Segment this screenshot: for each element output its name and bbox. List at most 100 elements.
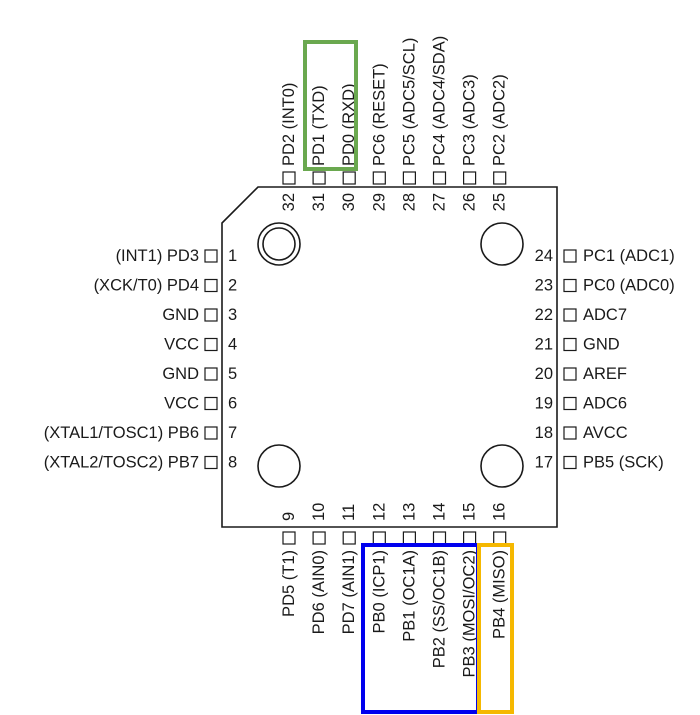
pin-box-31: [312, 171, 326, 185]
pin-number-14: 14: [431, 503, 449, 521]
pin-box-22: [563, 308, 577, 322]
pin-box-32: [282, 171, 296, 185]
pin-number-19: 19: [535, 395, 553, 413]
pin-label-26: PC3 (ADC3): [461, 74, 479, 166]
pin-label-11: PD7 (AIN1): [340, 550, 358, 634]
pin-box-20: [563, 367, 577, 381]
pin-number-20: 20: [535, 365, 553, 383]
pin-label-1: (INT1) PD3: [116, 247, 199, 265]
pin-box-27: [432, 171, 447, 185]
pin-number-32: 32: [280, 193, 298, 211]
pin-number-15: 15: [461, 503, 479, 521]
pin-label-4: VCC: [164, 336, 199, 354]
pin-number-24: 24: [535, 247, 553, 265]
pin-box-25: [493, 171, 507, 185]
pin-box-9: [282, 531, 296, 545]
pin-box-26: [463, 171, 477, 185]
corner-marker-bottom-right: [480, 444, 524, 488]
pin-number-18: 18: [535, 424, 553, 442]
corner-marker-top-right: [480, 222, 524, 266]
pin-box-29: [372, 171, 386, 185]
pin-label-7: (XTAL1/TOSC1) PB6: [44, 424, 199, 442]
pin-box-18: [563, 426, 577, 440]
pin-label-30: PD0 (RXD): [340, 83, 358, 166]
pin-label-16: PB4 (MISO): [491, 550, 509, 639]
pin1-marker: [257, 222, 301, 266]
pin-box-16: [493, 531, 507, 545]
pin-box-15: [463, 531, 477, 545]
pin-box-5: [204, 367, 218, 381]
pin-box-4: [204, 337, 218, 352]
pin-label-19: ADC6: [583, 395, 627, 413]
pin-box-13: [402, 531, 416, 545]
pin-label-6: VCC: [164, 395, 199, 413]
pin-box-19: [563, 396, 577, 411]
pin-label-10: PD6 (AIN0): [310, 550, 328, 634]
pin-number-31: 31: [310, 193, 328, 211]
corner-marker-bottom-left: [257, 444, 301, 488]
pin-box-2: [204, 278, 218, 293]
pin-box-12: [372, 531, 386, 545]
pin-label-25: PC2 (ADC2): [491, 74, 509, 166]
pin-number-9: 9: [280, 512, 298, 521]
pin-label-24: PC1 (ADC1): [583, 247, 675, 265]
pin-number-29: 29: [370, 193, 388, 211]
pin-label-8: (XTAL2/TOSC2) PB7: [44, 454, 199, 472]
pin-label-15: PB3 (MOSI/OC2): [461, 550, 479, 677]
pin-box-17: [563, 455, 577, 470]
pin-number-3: 3: [228, 306, 237, 324]
pin-box-30: [342, 171, 356, 185]
pin-number-25: 25: [491, 193, 509, 211]
pin-label-27: PC4 (ADC4/SDA): [431, 36, 449, 166]
uart-highlight: [303, 40, 358, 171]
pin-label-22: ADC7: [583, 306, 627, 324]
pin-number-2: 2: [228, 277, 237, 295]
pin-number-21: 21: [535, 336, 553, 354]
pin-number-17: 17: [535, 454, 553, 472]
pin-box-11: [342, 531, 356, 545]
pin-number-12: 12: [370, 503, 388, 521]
pin-label-21: GND: [583, 336, 620, 354]
pin-box-3: [204, 308, 218, 322]
pin-box-7: [204, 426, 218, 440]
pin-label-14: PB2 (SS/OC1B): [431, 550, 449, 668]
pin-number-1: 1: [228, 247, 237, 265]
pin-number-13: 13: [400, 503, 418, 521]
pin-label-29: PC6 (RESET): [370, 63, 388, 166]
pin-label-3: GND: [162, 306, 199, 324]
pin-label-18: AVCC: [583, 424, 628, 442]
pin-number-27: 27: [431, 193, 449, 211]
pin-number-10: 10: [310, 503, 328, 521]
pin1-marker-inner: [262, 227, 296, 261]
pin-label-9: PD5 (T1): [280, 550, 298, 617]
pin-number-30: 30: [340, 193, 358, 211]
pin-label-20: AREF: [583, 365, 627, 383]
pin-label-31: PD1 (TXD): [310, 85, 328, 166]
pin-number-5: 5: [228, 365, 237, 383]
pin-box-8: [204, 455, 218, 470]
pin-number-16: 16: [491, 503, 509, 521]
miso-highlight: [477, 543, 514, 714]
pin-box-6: [204, 396, 218, 411]
pin-label-13: PB1 (OC1A): [400, 550, 418, 642]
pin-box-28: [402, 171, 416, 185]
pin-box-23: [563, 278, 577, 293]
pin-number-11: 11: [340, 504, 358, 521]
pin-label-2: (XCK/T0) PD4: [94, 277, 199, 295]
pin-label-17: PB5 (SCK): [583, 454, 664, 472]
pin-number-6: 6: [228, 395, 237, 413]
pin-label-32: PD2 (INT0): [280, 83, 298, 166]
pin-box-21: [563, 337, 577, 352]
pin-box-14: [432, 531, 447, 545]
pin-number-22: 22: [535, 306, 553, 324]
pin-number-26: 26: [461, 193, 479, 211]
pin-box-1: [204, 249, 218, 263]
pin-label-12: PB0 (ICP1): [370, 550, 388, 633]
chip-body: [221, 186, 558, 528]
pin-number-23: 23: [535, 277, 553, 295]
pin-box-10: [312, 531, 326, 545]
pin-number-28: 28: [400, 193, 418, 211]
pin-label-23: PC0 (ADC0): [583, 277, 675, 295]
pin-label-5: GND: [162, 365, 199, 383]
